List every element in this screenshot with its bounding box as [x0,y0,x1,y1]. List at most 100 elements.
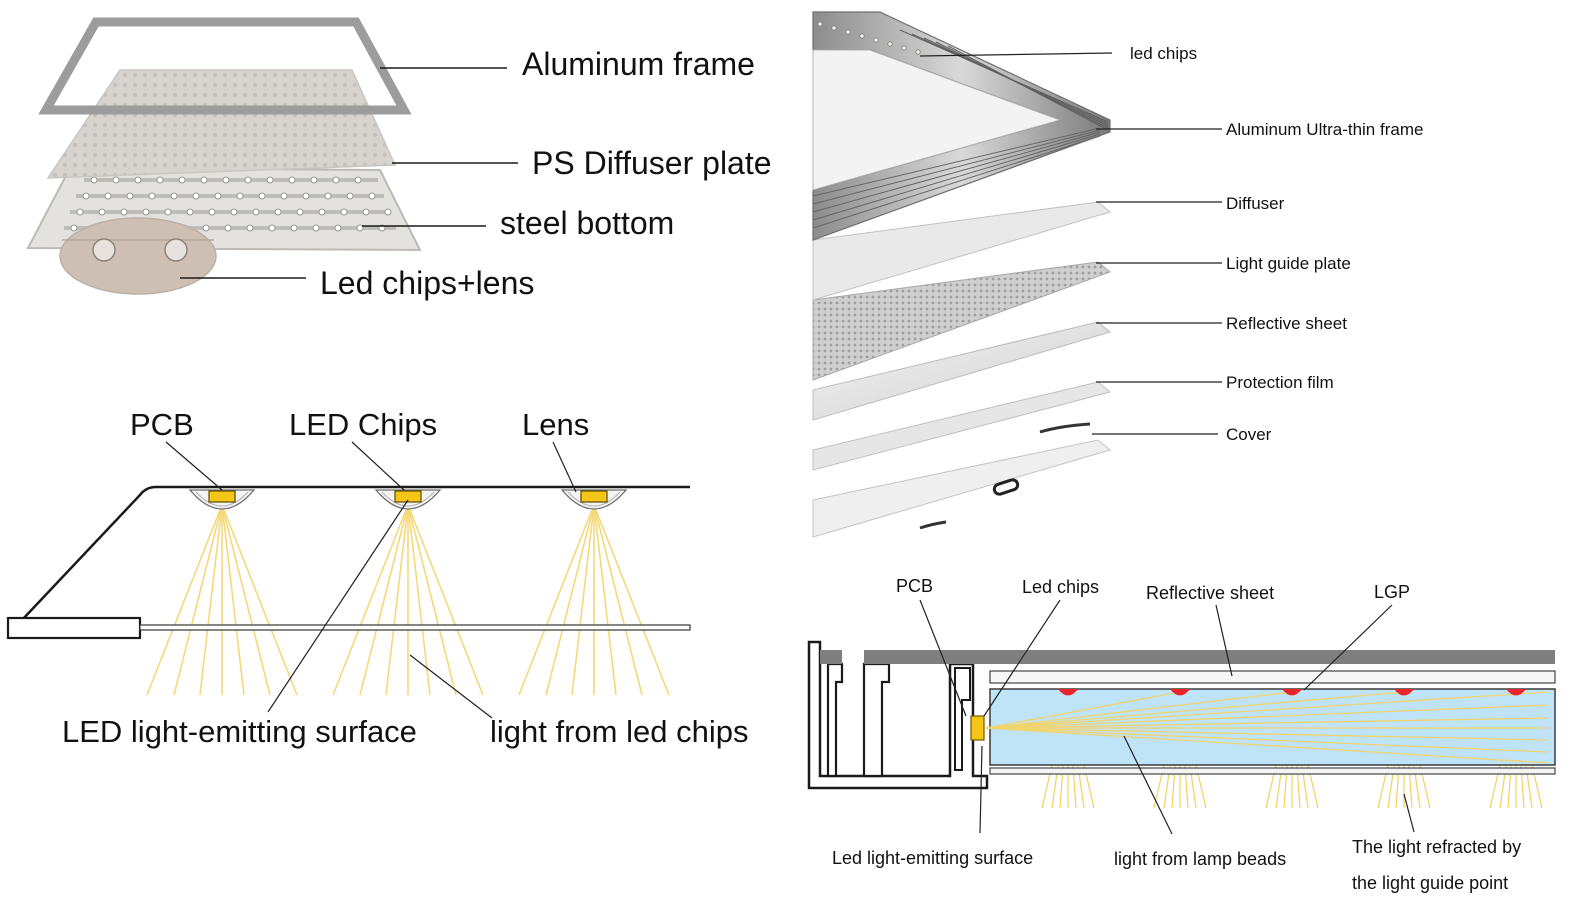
label-led-chips-lens: Led chips+lens [320,265,534,301]
direct-diffuser-surface [139,624,691,631]
guide-dot [1394,689,1414,696]
ps-diffuser-plate [46,69,397,179]
inner-ray [985,691,1549,729]
led-dot [268,224,276,232]
chip-dot [859,33,865,39]
reflective-sheet-layer [812,321,1112,421]
led-dot [208,208,216,216]
led-dot [266,176,274,184]
led-dot [310,176,318,184]
led-dot [362,208,370,216]
lens-inner [567,491,621,507]
led-dot [332,176,340,184]
light-ray [407,504,484,696]
lens-inner [381,491,435,507]
led-chip [208,490,236,503]
light-ray [221,504,298,696]
chip-dot [915,49,921,55]
label-light-from-lamp-beads: light from lamp beads [1114,849,1286,869]
inner-ray [985,704,1549,729]
led-dot [302,192,310,200]
frame-ridges [812,29,1109,229]
led-dot [356,224,364,232]
led-dot [230,208,238,216]
inner-ray [985,691,1181,729]
led-dot [244,176,252,184]
protection-film-layer [812,381,1112,471]
edge-top-cover [864,650,1555,664]
label-led-chips-edge: Led chips [1022,577,1099,597]
light-ray [221,504,271,696]
led-dot [312,224,320,232]
led-dot [222,176,230,184]
label-lgp: LGP [1374,582,1410,602]
label-led-chips-direct: LED Chips [289,407,437,442]
led-chip [580,490,608,503]
led-dot [202,224,210,232]
frame-inner-panel [812,49,1062,191]
direct-light-rays [146,504,670,696]
label-light-from-led-chips: light from led chips [490,714,748,749]
led-dot [280,192,288,200]
chip-dot [817,21,823,27]
label-lens-direct: Lens [522,407,589,442]
light-ray [593,504,643,696]
label-pcb-direct: PCB [130,407,194,442]
led-chip-dots [817,21,921,55]
led-dot [318,208,326,216]
lens-inner [195,491,249,507]
direct-housing-foot [6,616,142,640]
edge-layers-illustration [812,11,1112,538]
label-led-emitting-surface-edge: Led light-emitting surface [832,848,1033,868]
inner-ray [985,691,1293,729]
led-dot [258,192,266,200]
guide-dot [1170,689,1190,696]
label-ps-diffuser-plate: PS Diffuser plate [532,145,772,181]
frame-ridge [812,129,1101,205]
led-dot [192,192,200,200]
label-diffuser: Diffuser [1226,194,1285,213]
light-ray [571,504,595,696]
light-guide-dots [1058,689,1526,696]
edge-top-cover-left [820,650,842,664]
led-chip [394,490,422,503]
label-led-chips-photo: led chips [1130,44,1197,63]
edge-light-rays-inner [985,691,1549,764]
light-ray [173,504,223,696]
led-dot [120,208,128,216]
led-dot [112,176,120,184]
led-dot [384,208,392,216]
direct-lit-section [6,441,691,719]
led-dot [340,208,348,216]
frame-ridge [812,127,1101,197]
led-dot [334,224,342,232]
led-dot [98,208,106,216]
led-dot [200,176,208,184]
light-guide-plate-layer [812,261,1111,381]
inner-ray [985,727,1549,764]
light-ray [545,504,595,696]
chip-dot [831,25,837,31]
led-dot [148,192,156,200]
light-ray [221,504,245,696]
lens-icon [164,238,188,262]
led-dot [296,208,304,216]
chip-dot [887,41,893,47]
inner-ray [985,727,1549,753]
edge-lit-section [807,599,1556,835]
light-ray [385,504,409,696]
led-dot [214,192,222,200]
inner-ray [985,717,1549,729]
led-dot [224,224,232,232]
lens-zoom-bubble [59,217,217,295]
light-ray [518,504,595,696]
led-dot [178,176,186,184]
edge-reflective-sheet [989,670,1556,684]
label-refracted-line2: the light guide point [1352,873,1508,893]
chip-dot [901,45,907,51]
label-steel-bottom: steel bottom [500,205,674,241]
led-dot [164,208,172,216]
led-dot [346,192,354,200]
guide-dot [1506,689,1526,696]
frame-ridge [812,135,1101,229]
